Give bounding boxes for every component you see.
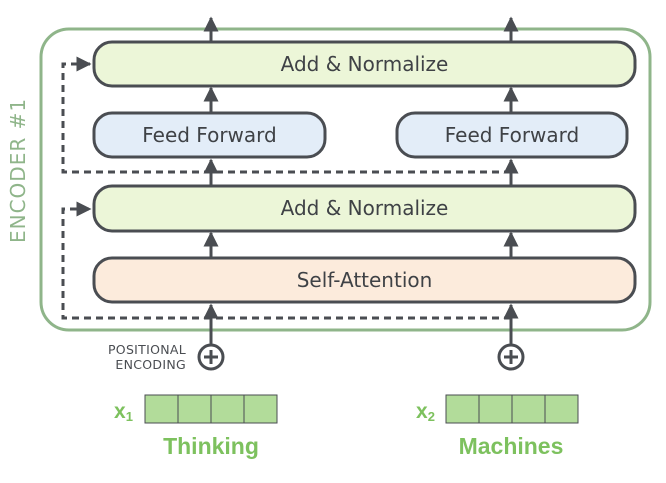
residual-connection-upper [61,56,511,174]
add-normalize-upper-label: Add & Normalize [281,52,449,76]
input-x1-var: x1 [114,400,133,424]
input-word-thinking: Thinking [163,433,259,459]
flow-arrows [203,16,519,345]
positional-encoding-label-line2: ENCODING [115,357,186,372]
positional-encoding-label-line1: POSITIONAL [108,342,186,357]
residual-connection-lower [61,201,511,320]
encoder-label: ENCODER #1 [6,98,30,243]
input-x1: x1 Thinking [114,394,278,459]
input-x2-var: x2 [416,400,435,424]
add-normalize-lower: Add & Normalize [92,184,637,233]
embedding-vector-x2 [445,394,579,424]
plus-circle-icon [197,343,225,371]
feed-forward-right: Feed Forward [395,111,629,159]
self-attention-label: Self-Attention [297,268,433,292]
feed-forward-left-label: Feed Forward [142,123,277,147]
feed-forward-right-label: Feed Forward [445,123,580,147]
add-normalize-lower-label: Add & Normalize [281,196,449,220]
input-x2: x2 Machines [416,394,579,459]
embedding-vector-x1 [144,394,278,424]
encoder-block [39,27,652,332]
input-word-machines: Machines [459,433,564,459]
self-attention: Self-Attention [92,256,637,304]
feed-forward-left: Feed Forward [92,111,327,159]
add-normalize-upper: Add & Normalize [92,40,637,88]
plus-circle-icon [497,343,525,371]
